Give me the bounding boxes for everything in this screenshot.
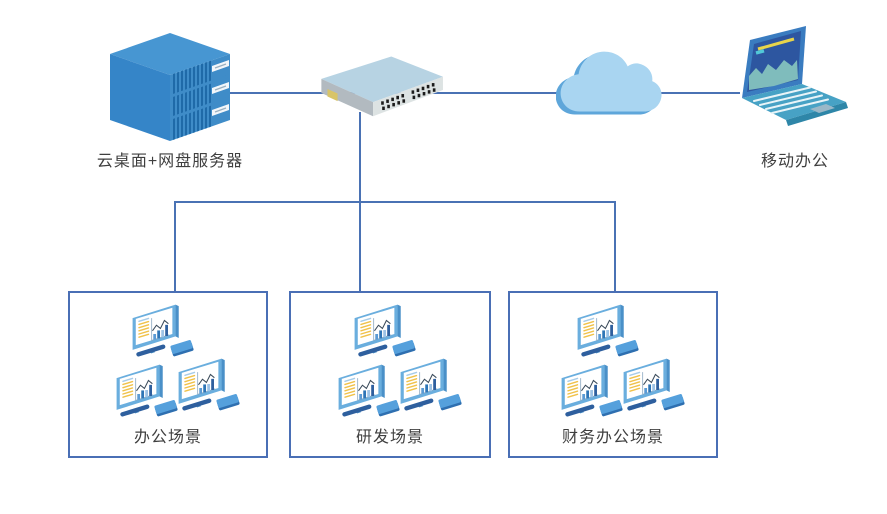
workstation-icon [622,357,686,412]
connector-distribution [174,201,616,203]
scene-label-rd: 研发场景 [355,429,424,446]
laptop-icon [742,26,848,126]
server-node [100,26,240,148]
workstation-icon [177,357,241,412]
laptop-node [714,24,854,144]
switch-node [293,52,445,134]
mobile-office-label: 移动办公 [760,153,829,170]
cloud-icon [556,51,662,115]
server-label: 云桌面+网盘服务器 [96,153,244,170]
server-icon [110,33,230,141]
network-switch-icon [321,56,443,117]
scene-box-rd: 研发场景 [289,291,491,458]
connector-drop-left [174,201,176,292]
connector-drop-right [614,201,616,292]
workstation-icon [399,357,463,412]
connector-top-backbone [222,92,740,94]
scene-label-office: 办公场景 [133,429,202,446]
scene-label-finance: 财务办公场景 [561,429,664,446]
scene-box-office: 办公场景 [68,291,268,458]
scene-box-finance: 财务办公场景 [508,291,718,458]
cloud-node [556,36,664,136]
